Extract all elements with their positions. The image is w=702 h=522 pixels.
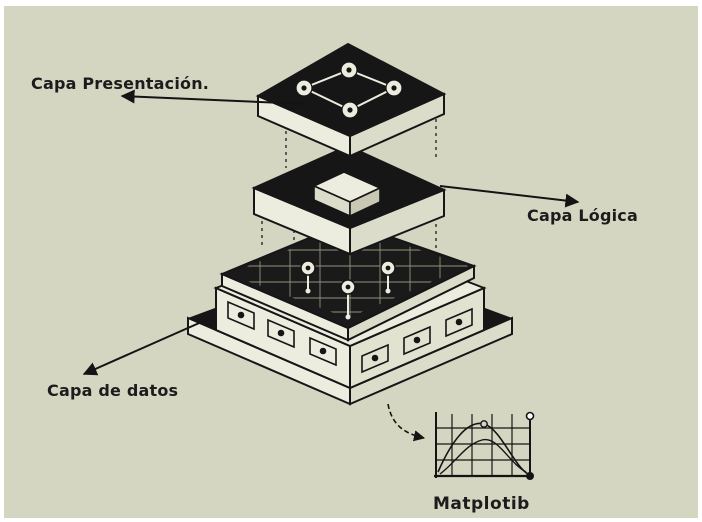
presentation-node-network xyxy=(295,61,403,119)
processor-cube-right xyxy=(349,186,381,218)
arrow-to-chart xyxy=(387,403,426,442)
logic-layer-block xyxy=(251,144,447,256)
data-node-pins xyxy=(300,260,396,320)
left-face-panels xyxy=(227,300,337,367)
matplotlib-label: Matplotib xyxy=(433,494,530,514)
presentation-slab-top xyxy=(255,42,447,138)
chart-icon-curve-secondary xyxy=(439,439,527,475)
chart-icon-axis-knob-top xyxy=(525,411,535,421)
right-face-panels xyxy=(361,307,473,374)
data-layer-block xyxy=(187,220,513,406)
arrow-to-presentation-label xyxy=(120,89,307,105)
chart-icon xyxy=(434,411,535,480)
network-grid-surface xyxy=(219,220,477,330)
logic-layer-label: Capa Lógica xyxy=(527,206,638,225)
presentation-layer-label: Capa Presentación. xyxy=(31,74,210,93)
arrow-to-data-label xyxy=(82,319,207,376)
arrow-to-logic-label xyxy=(439,185,580,208)
presentation-layer-block xyxy=(255,42,447,158)
chart-icon-peak-marker xyxy=(480,420,488,428)
data-layer-label: Capa de datos xyxy=(47,381,179,400)
